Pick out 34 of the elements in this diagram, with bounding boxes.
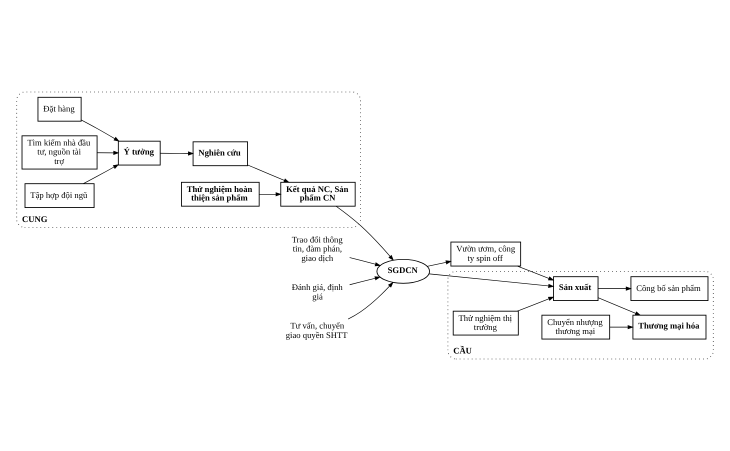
- node-text: Đánh giá, định giá: [292, 282, 343, 302]
- node-box: Công bố sản phẩm: [630, 276, 708, 301]
- arrow: [83, 164, 120, 184]
- node-ellipse: SGDCN: [376, 258, 430, 284]
- arrow: [348, 282, 394, 320]
- node-box: Chuyển nhượng thương mại: [541, 314, 610, 340]
- arrow: [160, 151, 194, 156]
- node-box: Thương mại hóa: [632, 314, 706, 340]
- node-box: Tìm kiếm nhà đầu tư, nguồn tài trợ: [22, 135, 98, 170]
- node-box: Tập hợp đội ngũ: [24, 183, 95, 208]
- node-box: Vườn ươm, công ty spin off: [450, 242, 522, 266]
- arrow: [609, 325, 634, 330]
- arrow: [516, 296, 554, 312]
- arrow: [96, 150, 120, 155]
- node-box: Thử nghiệm thị trường: [452, 310, 519, 336]
- arrow: [598, 297, 642, 316]
- node-box: Kết quả NC, Sản phẩm CN: [280, 182, 356, 207]
- node-text: Trao đổi thông tin, đàm phán, giao dịch: [292, 234, 343, 263]
- arrow: [598, 286, 632, 291]
- arrow: [349, 257, 382, 266]
- arrow: [427, 260, 452, 267]
- arrow: [349, 276, 381, 286]
- node-box: Nghiên cứu: [192, 141, 248, 166]
- arrow: [336, 206, 394, 261]
- arrow: [247, 164, 290, 183]
- arrow: [259, 192, 282, 196]
- node-text: Tư vấn, chuyển giao quyền SHTT: [286, 320, 348, 340]
- node-box: Ý tưởng: [118, 140, 161, 166]
- arrow: [428, 274, 554, 288]
- node-box: Đặt hàng: [38, 96, 82, 122]
- arrow: [516, 266, 554, 280]
- node-box: Sản xuất: [553, 276, 598, 301]
- arrow: [80, 120, 120, 142]
- node-box: Thử nghiệm hoàn thiện sản phẩm: [181, 182, 260, 207]
